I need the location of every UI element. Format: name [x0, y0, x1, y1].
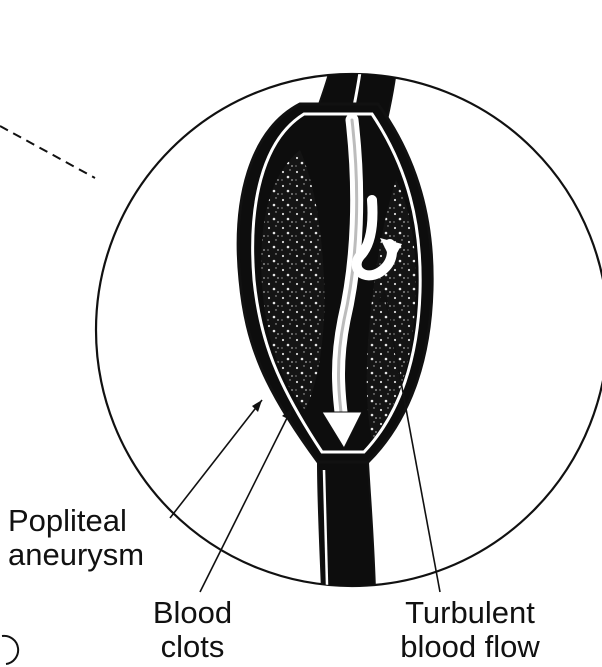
popliteal-aneurysm-label-line2: aneurysm: [8, 538, 144, 572]
turbulent-blood-flow-label-line2: blood flow: [384, 630, 556, 664]
blood-clots-label-line1: Blood: [145, 596, 240, 630]
turbulent-blood-flow-label-line1: Turbulent: [384, 596, 556, 630]
blood-clots-label-line2: clots: [145, 630, 240, 664]
popliteal-aneurysm-label: Popliteal aneurysm: [8, 504, 144, 572]
dashed-leader-line: [0, 126, 95, 178]
blood-clots-label: Blood clots: [145, 596, 240, 664]
turbulent-blood-flow-label: Turbulent blood flow: [384, 596, 556, 664]
partial-circle-fragment: [2, 636, 18, 664]
popliteal-aneurysm-label-line1: Popliteal: [8, 504, 144, 538]
